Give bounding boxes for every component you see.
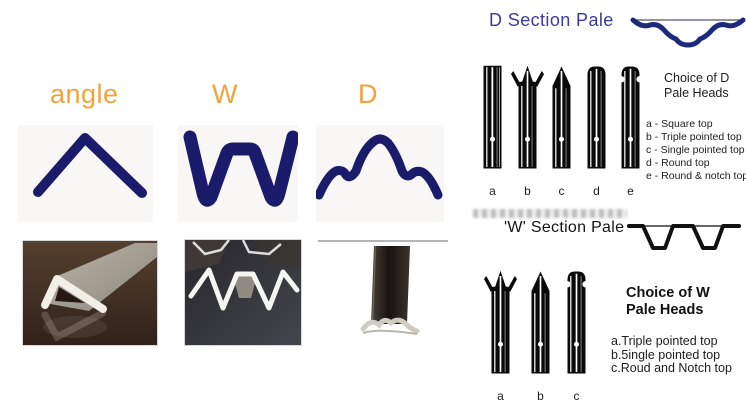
- d-choice-heading-line2: Pale Heads: [664, 86, 729, 100]
- w-pale-head-options: a.Triple pointed top b.5ingle pointed to…: [611, 334, 732, 376]
- w-pale-label-a: a: [497, 389, 504, 403]
- profile-label-angle: angle: [50, 79, 119, 109]
- d-panel-title: D Section Pale: [489, 10, 614, 30]
- w-option-a: a.Triple pointed top: [611, 334, 718, 348]
- d-pale-square-top: a: [476, 48, 509, 198]
- d-profile-drawing: [314, 125, 444, 222]
- d-pale-round-and-notch-top: e: [614, 48, 647, 198]
- d-pale-label-c: c: [558, 184, 565, 198]
- d-pale-label-d: d: [593, 184, 600, 198]
- w-section-steel-photo: [184, 239, 302, 346]
- d-pale-label-e: e: [627, 184, 634, 198]
- angle-profile-drawing: [18, 125, 153, 222]
- angle-steel-photo: [22, 240, 158, 346]
- w-choice-heading: Choice of W Pale Heads: [626, 285, 710, 319]
- d-pale-round-top: d: [580, 48, 613, 198]
- d-pale-triple-pointed-top: b: [511, 48, 544, 198]
- d-pale-label-b: b: [524, 184, 531, 198]
- profile-label-w: W: [212, 79, 238, 109]
- profile-label-d: D: [358, 79, 378, 109]
- w-pale-label-c: c: [573, 389, 580, 403]
- d-choice-heading-line1: Choice of D: [664, 71, 730, 85]
- d-pale-head-options: a - Square top b - Triple pointed top c …: [646, 118, 746, 183]
- w-option-b: b.5ingle pointed top: [611, 347, 721, 362]
- blurred-text-artifact: [473, 209, 627, 218]
- d-choice-heading: Choice of D Pale Heads: [664, 71, 729, 101]
- d-pale-single-pointed-top: c: [545, 48, 578, 198]
- w-profile-drawing: [178, 125, 300, 222]
- w-choice-heading-line2: Pale Heads: [626, 302, 704, 318]
- w-choice-heading-line1: Choice of W: [626, 285, 710, 301]
- w-pale-label-b: b: [537, 389, 544, 403]
- w-pale-triple-pointed-top: a: [484, 253, 517, 403]
- d-option-b: b - Triple pointed top: [646, 131, 742, 143]
- w-pale-round-and-notch-top: c: [560, 253, 593, 403]
- d-option-a: a - Square top: [646, 118, 713, 130]
- w-panel-title: 'W' Section Pale: [504, 219, 625, 236]
- d-cross-section-sketch: [630, 12, 746, 52]
- d-section-steel-photo: [318, 238, 448, 342]
- d-pale-label-a: a: [489, 184, 496, 198]
- w-option-c: c.Roud and Notch top: [611, 361, 732, 375]
- d-option-e: e - Round & notch top: [646, 170, 746, 182]
- w-pale-single-pointed-top: b: [524, 253, 557, 403]
- w-cross-section-sketch: [625, 220, 743, 256]
- d-option-d: d - Round top: [646, 157, 710, 169]
- d-option-c: c - Single pointed top: [646, 144, 745, 156]
